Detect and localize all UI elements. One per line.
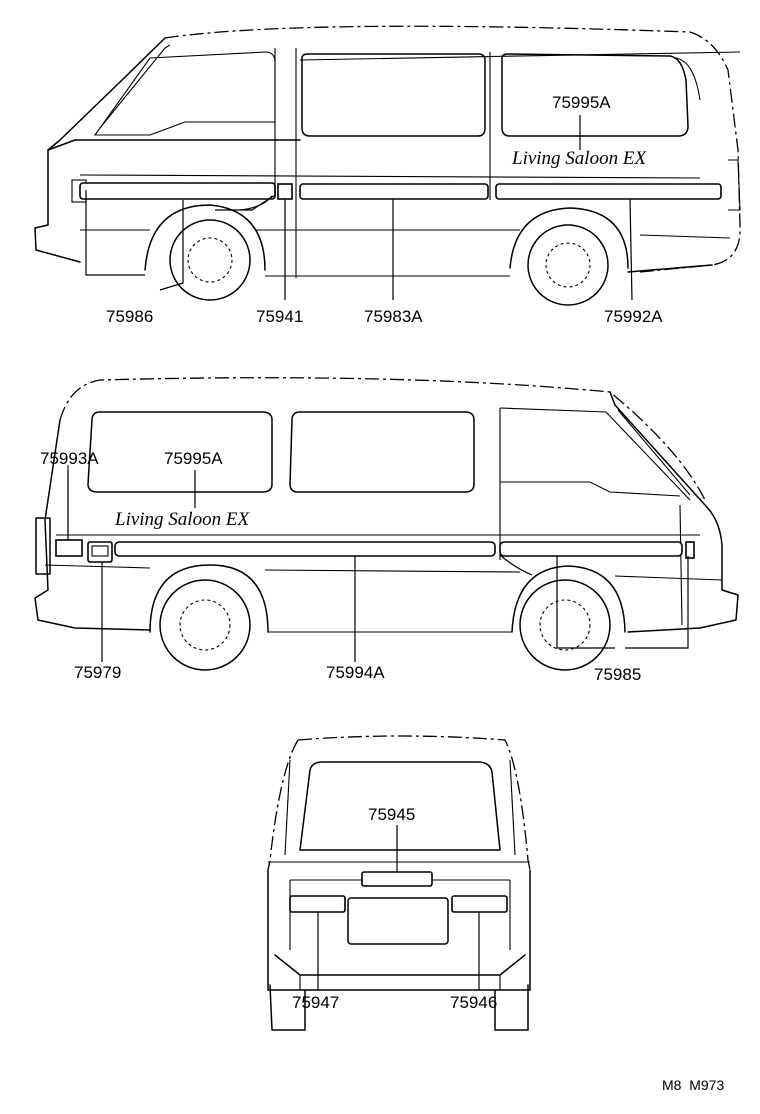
part-label-75941: 75941	[256, 307, 303, 326]
part-label-75945: 75945	[368, 805, 415, 824]
figure-code: M8 M973	[662, 1077, 724, 1093]
part-label-75992a: 75992A	[604, 307, 663, 326]
van-left-side-view: Living Saloon EX 75993A 75995A 75979 759…	[34, 377, 739, 684]
badge-text: Living Saloon EX	[511, 148, 647, 169]
part-label-75947: 75947	[292, 993, 339, 1012]
part-label-75995a: 75995A	[164, 449, 223, 468]
part-label-75983a: 75983A	[364, 307, 423, 326]
part-label-75995a: 75995A	[552, 93, 611, 112]
van-rear-view: 75945 75947 75946	[267, 735, 531, 1031]
part-label-75946: 75946	[450, 993, 497, 1012]
part-label-75993a: 75993A	[40, 449, 99, 468]
van-right-side-view: Living Saloon EX 75995A 75986 75941 7598…	[34, 25, 741, 326]
part-label-75985: 75985	[594, 665, 641, 684]
part-label-75994a: 75994A	[326, 663, 385, 682]
part-label-75986: 75986	[106, 307, 153, 326]
part-label-75979: 75979	[74, 663, 121, 682]
badge-text: Living Saloon EX	[114, 509, 250, 530]
